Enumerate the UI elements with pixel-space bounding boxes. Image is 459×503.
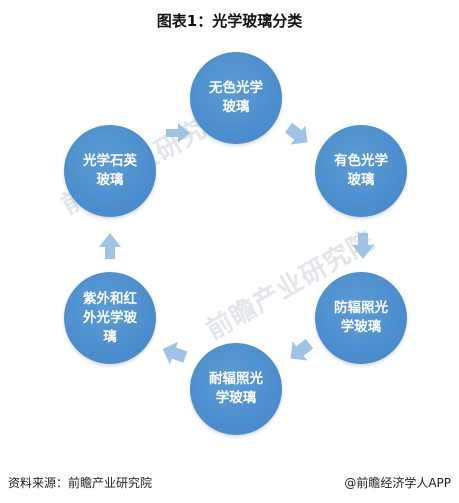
- node-label: 有色光学 玻璃: [334, 153, 388, 188]
- brand-credit: @前瞻经济学人APP: [344, 476, 451, 490]
- node-colorless-glass: 无色光学 玻璃: [190, 52, 282, 144]
- node-label: 光学石英 玻璃: [83, 153, 137, 188]
- node-label: 防辐照光 学玻璃: [334, 300, 388, 335]
- arrow-down-left-icon: [290, 338, 314, 361]
- node-label: 紫外和红 外光学玻 璃: [83, 290, 137, 345]
- chart-title: 图表1：光学玻璃分类: [156, 12, 303, 30]
- node-uv-ir-glass: 紫外和红 外光学玻 璃: [64, 272, 156, 364]
- node-label: 耐辐照光 学玻璃: [209, 371, 263, 406]
- arrow-up-left-icon: [162, 341, 188, 365]
- arrow-up-icon: [99, 233, 121, 259]
- arrow-down-icon: [352, 233, 374, 259]
- source-note: 资料来源：前瞻产业研究院: [8, 476, 153, 490]
- arrow-right-icon: [166, 123, 190, 143]
- node-anti-radiation-glass: 防辐照光 学玻璃: [315, 272, 407, 364]
- node-label: 无色光学 玻璃: [209, 80, 263, 115]
- node-quartz-glass: 光学石英 玻璃: [64, 125, 156, 217]
- node-radiation-resistant-glass: 耐辐照光 学玻璃: [190, 343, 282, 435]
- node-colored-glass: 有色光学 玻璃: [315, 125, 407, 217]
- arrow-down-right-icon: [284, 122, 308, 145]
